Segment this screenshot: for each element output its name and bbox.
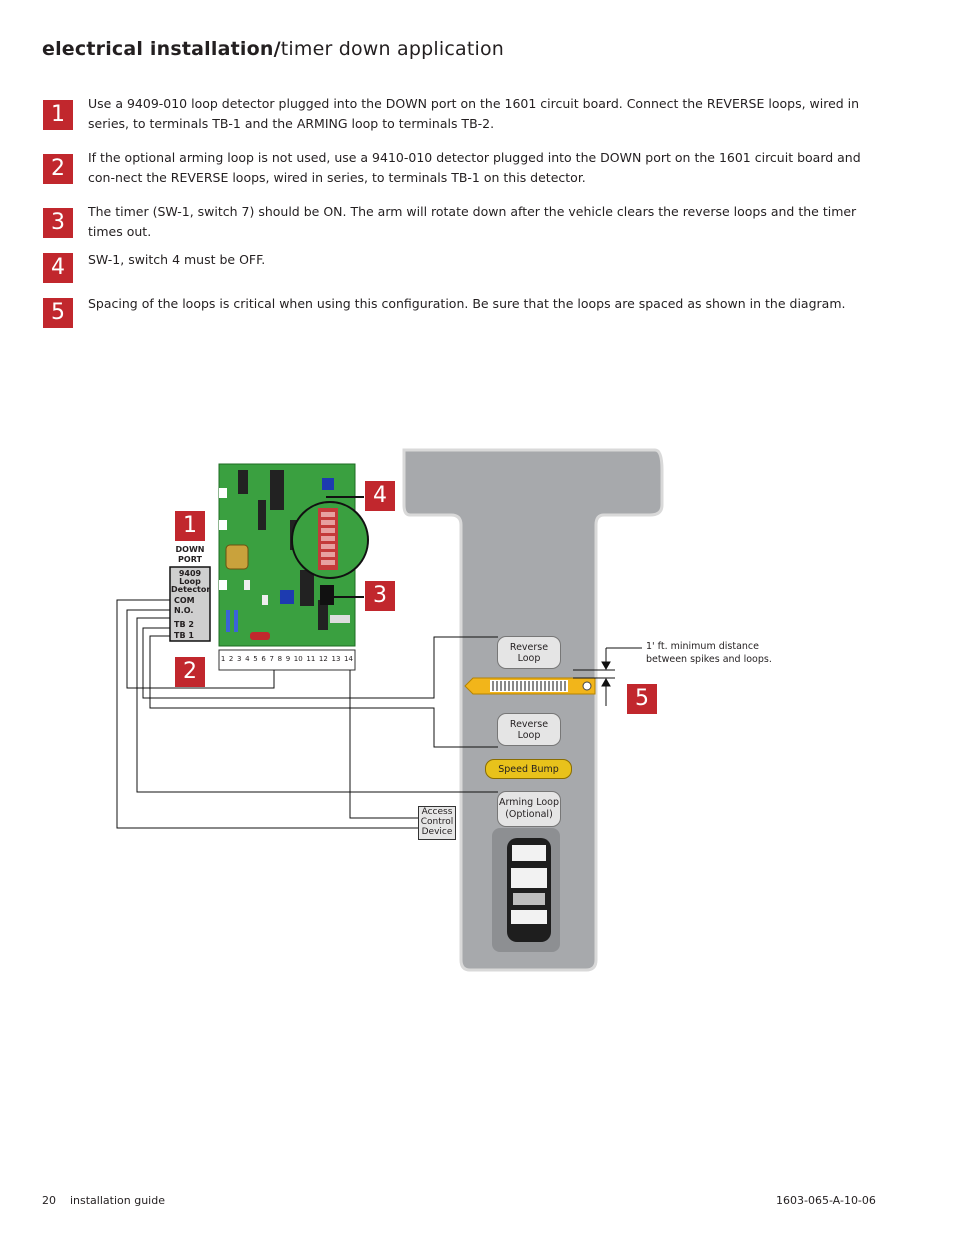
down-port-label: DOWN PORT bbox=[175, 545, 205, 564]
terminal-number: 7 bbox=[269, 655, 274, 663]
terminal-number: 11 bbox=[306, 655, 316, 663]
speed-bump: Speed Bump bbox=[485, 759, 572, 779]
detector-tb1-label: TB 1 bbox=[174, 631, 194, 640]
road-shape bbox=[402, 448, 664, 972]
car-icon bbox=[507, 838, 551, 942]
step-text-1: Use a 9409-010 loop detector plugged int… bbox=[88, 96, 860, 131]
terminal-number: 3 bbox=[237, 655, 242, 663]
spacing-dimension bbox=[573, 647, 642, 706]
step-text-5: Spacing of the loops is critical when us… bbox=[88, 296, 846, 311]
terminal-number: 1 bbox=[220, 655, 226, 663]
step-number-5: 5 bbox=[43, 298, 73, 328]
detector-com-label: COM bbox=[174, 596, 195, 605]
terminal-number: 2 bbox=[228, 655, 234, 663]
reverse-loop-1: Reverse Loop bbox=[497, 636, 561, 669]
terminal-number: 10 bbox=[293, 655, 303, 663]
terminal-number: 12 bbox=[318, 655, 328, 663]
access-control-device: Access Control Device bbox=[418, 806, 456, 840]
footer-page-label: 20 installation guide bbox=[42, 1194, 165, 1207]
step-text-4: SW-1, switch 4 must be OFF. bbox=[88, 252, 266, 267]
circuit-board bbox=[218, 463, 369, 671]
footer-doc-number: 1603-065-A-10-06 bbox=[776, 1194, 876, 1207]
terminal-number: 5 bbox=[253, 655, 258, 663]
detector-title: 9409 Loop Detector bbox=[171, 569, 211, 594]
spacing-note: 1' ft. minimum distance between spikes a… bbox=[646, 641, 772, 665]
callout-3: 3 bbox=[365, 581, 395, 611]
step-text-3: The timer (SW-1, switch 7) should be ON.… bbox=[88, 204, 857, 239]
page-title: electrical installation/timer down appli… bbox=[42, 38, 505, 60]
loop-detector-box bbox=[169, 566, 211, 642]
step-number-4: 4 bbox=[43, 253, 73, 283]
terminal-number: 13 bbox=[331, 655, 341, 663]
reverse-loop-2: Reverse Loop bbox=[497, 713, 561, 746]
terminal-strip: 1 2 3 4 5 6 7 8 9 10 11 12 13 14 bbox=[219, 655, 355, 663]
step-number-3: 3 bbox=[43, 208, 73, 238]
terminal-number: 14 bbox=[344, 655, 353, 663]
terminal-number: 8 bbox=[277, 655, 283, 663]
detector-tb2-label: TB 2 bbox=[174, 620, 194, 629]
arming-loop: Arming Loop (Optional) bbox=[497, 791, 561, 827]
terminal-number: 9 bbox=[285, 655, 291, 663]
callout-5: 5 bbox=[627, 684, 657, 714]
wiring bbox=[116, 599, 498, 829]
step-number-1: 1 bbox=[43, 100, 73, 130]
step-number-2: 2 bbox=[43, 154, 73, 184]
step-text-2: If the optional arming loop is not used,… bbox=[88, 150, 861, 185]
callout-4: 4 bbox=[365, 481, 395, 511]
spike-strip bbox=[464, 677, 596, 695]
terminal-number: 6 bbox=[261, 655, 266, 663]
callout-1: 1 bbox=[175, 511, 205, 541]
callout-2: 2 bbox=[175, 657, 205, 687]
detector-no-label: N.O. bbox=[174, 606, 194, 615]
terminal-number: 4 bbox=[245, 655, 250, 663]
